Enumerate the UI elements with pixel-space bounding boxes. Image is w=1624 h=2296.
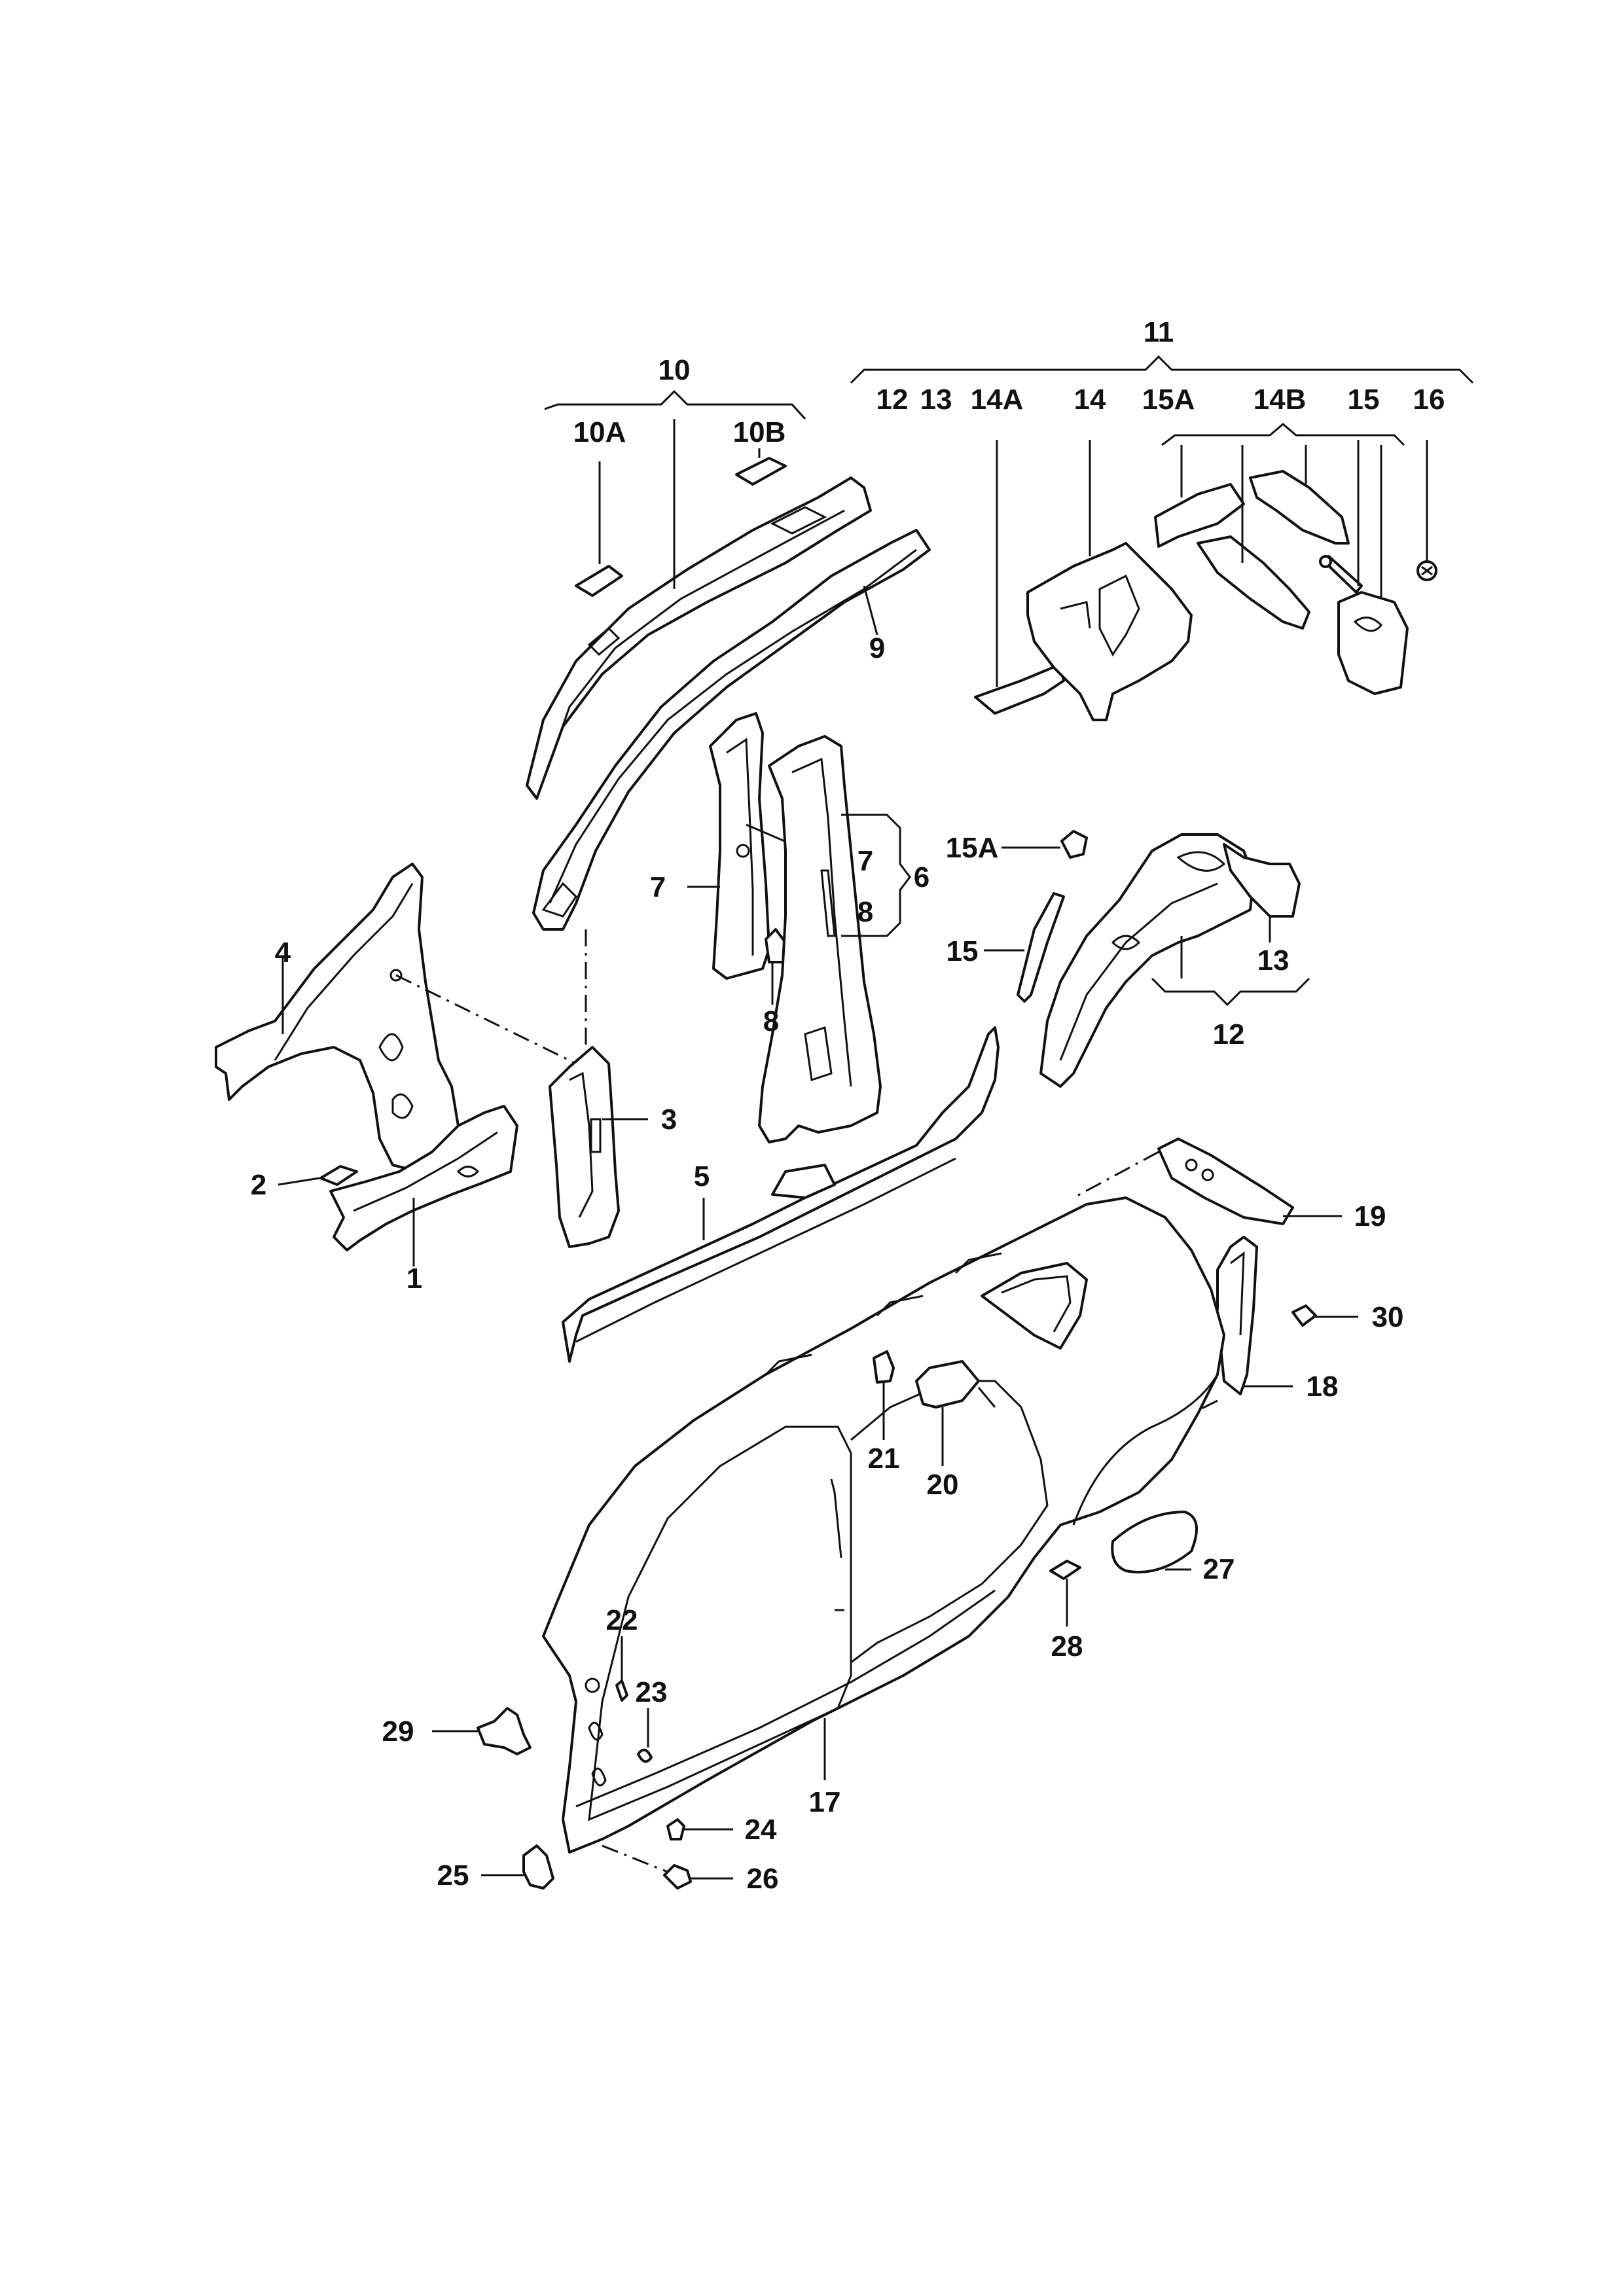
callout-25: 25 xyxy=(437,1859,469,1892)
callout-30: 30 xyxy=(1372,1301,1404,1333)
callout-11: 11 xyxy=(1144,316,1174,348)
screw-30 xyxy=(1291,1304,1317,1327)
panel-14b-lower xyxy=(1197,535,1310,630)
callout-26: 26 xyxy=(747,1863,779,1895)
callout-10: 10 xyxy=(659,354,691,386)
roof-rail-outer-10 xyxy=(526,476,872,800)
patch-28 xyxy=(1049,1560,1081,1580)
callout-23: 23 xyxy=(636,1676,668,1708)
b-pillar-outer-6 xyxy=(758,735,882,1143)
callout-5: 5 xyxy=(694,1160,710,1193)
front-inner-panel-4 xyxy=(215,863,460,1173)
clip-10a xyxy=(575,565,623,597)
callout-29: 29 xyxy=(382,1715,414,1748)
callout-27: 27 xyxy=(1203,1553,1235,1585)
callout-15a-mid: 15A xyxy=(946,832,999,864)
callout-9: 9 xyxy=(869,632,885,664)
panel-15a xyxy=(1154,483,1245,548)
clip-10b xyxy=(735,457,787,486)
callout-18: 18 xyxy=(1307,1371,1339,1403)
callout-19: 19 xyxy=(1354,1200,1386,1232)
callout-13-top: 13 xyxy=(920,384,952,416)
clip-21 xyxy=(873,1350,895,1384)
callout-4: 4 xyxy=(275,937,291,969)
clip-15a xyxy=(1060,830,1088,859)
callout-15-top: 15 xyxy=(1348,384,1380,416)
callout-7b: 7 xyxy=(857,845,873,877)
callout-10b: 10B xyxy=(733,416,786,448)
callout-10a: 10A xyxy=(573,416,626,448)
group-bracket-14b xyxy=(1161,423,1405,446)
bracket-20 xyxy=(915,1360,980,1408)
callout-1: 1 xyxy=(406,1263,422,1295)
callout-15-mid: 15 xyxy=(947,935,979,967)
fuel-door-27 xyxy=(1111,1511,1198,1573)
callout-14b: 14B xyxy=(1254,384,1307,416)
callout-20: 20 xyxy=(927,1469,959,1501)
bracket-29 xyxy=(477,1707,532,1755)
callout-3: 3 xyxy=(661,1103,677,1136)
strip-15 xyxy=(1017,892,1065,1003)
callout-7a: 7 xyxy=(650,871,666,903)
callout-12-mid: 12 xyxy=(1213,1018,1245,1050)
callout-22: 22 xyxy=(606,1604,638,1636)
callout-21: 21 xyxy=(868,1443,900,1475)
callout-16: 16 xyxy=(1413,384,1445,416)
callout-28: 28 xyxy=(1051,1630,1083,1662)
body-side-outer-17 xyxy=(542,1196,1225,1854)
bracket-15-right xyxy=(1337,591,1409,695)
group-bracket-10 xyxy=(544,389,806,420)
wheelhouse-12 xyxy=(1039,833,1255,1088)
callout-labels: 1 2 3 4 5 6 7 7 8 8 9 10 10A 10B 11 12 1… xyxy=(251,316,1445,1895)
callout-15a-top: 15A xyxy=(1142,384,1195,416)
shim-2 xyxy=(319,1165,358,1186)
clip-22 xyxy=(615,1679,628,1702)
rocker-sill-5 xyxy=(562,1026,1000,1363)
clip-24 xyxy=(666,1818,685,1840)
callout-24: 24 xyxy=(745,1814,777,1846)
quarter-inner-14 xyxy=(1026,542,1193,721)
callout-14a: 14A xyxy=(971,384,1024,416)
bracket-14a xyxy=(974,663,1065,715)
clip-26 xyxy=(663,1864,692,1890)
callout-8b: 8 xyxy=(857,896,873,928)
callout-17: 17 xyxy=(809,1786,841,1818)
panel-14b-upper xyxy=(1249,470,1350,545)
callout-2: 2 xyxy=(251,1169,266,1201)
group-bracket-6 xyxy=(874,814,911,937)
callout-14: 14 xyxy=(1074,384,1106,416)
bracket-19 xyxy=(1157,1138,1294,1225)
callout-8a: 8 xyxy=(763,1005,779,1037)
callout-6: 6 xyxy=(914,861,929,893)
callout-12-top: 12 xyxy=(876,384,909,416)
bracket-13 xyxy=(1223,843,1301,918)
plug-23 xyxy=(637,1748,653,1763)
group-bracket-11 xyxy=(850,355,1474,384)
a-pillar-lower-3 xyxy=(549,1046,620,1248)
group-bracket-12 xyxy=(1151,977,1310,1007)
bracket-25 xyxy=(522,1844,554,1890)
callout-13-mid: 13 xyxy=(1257,944,1290,977)
